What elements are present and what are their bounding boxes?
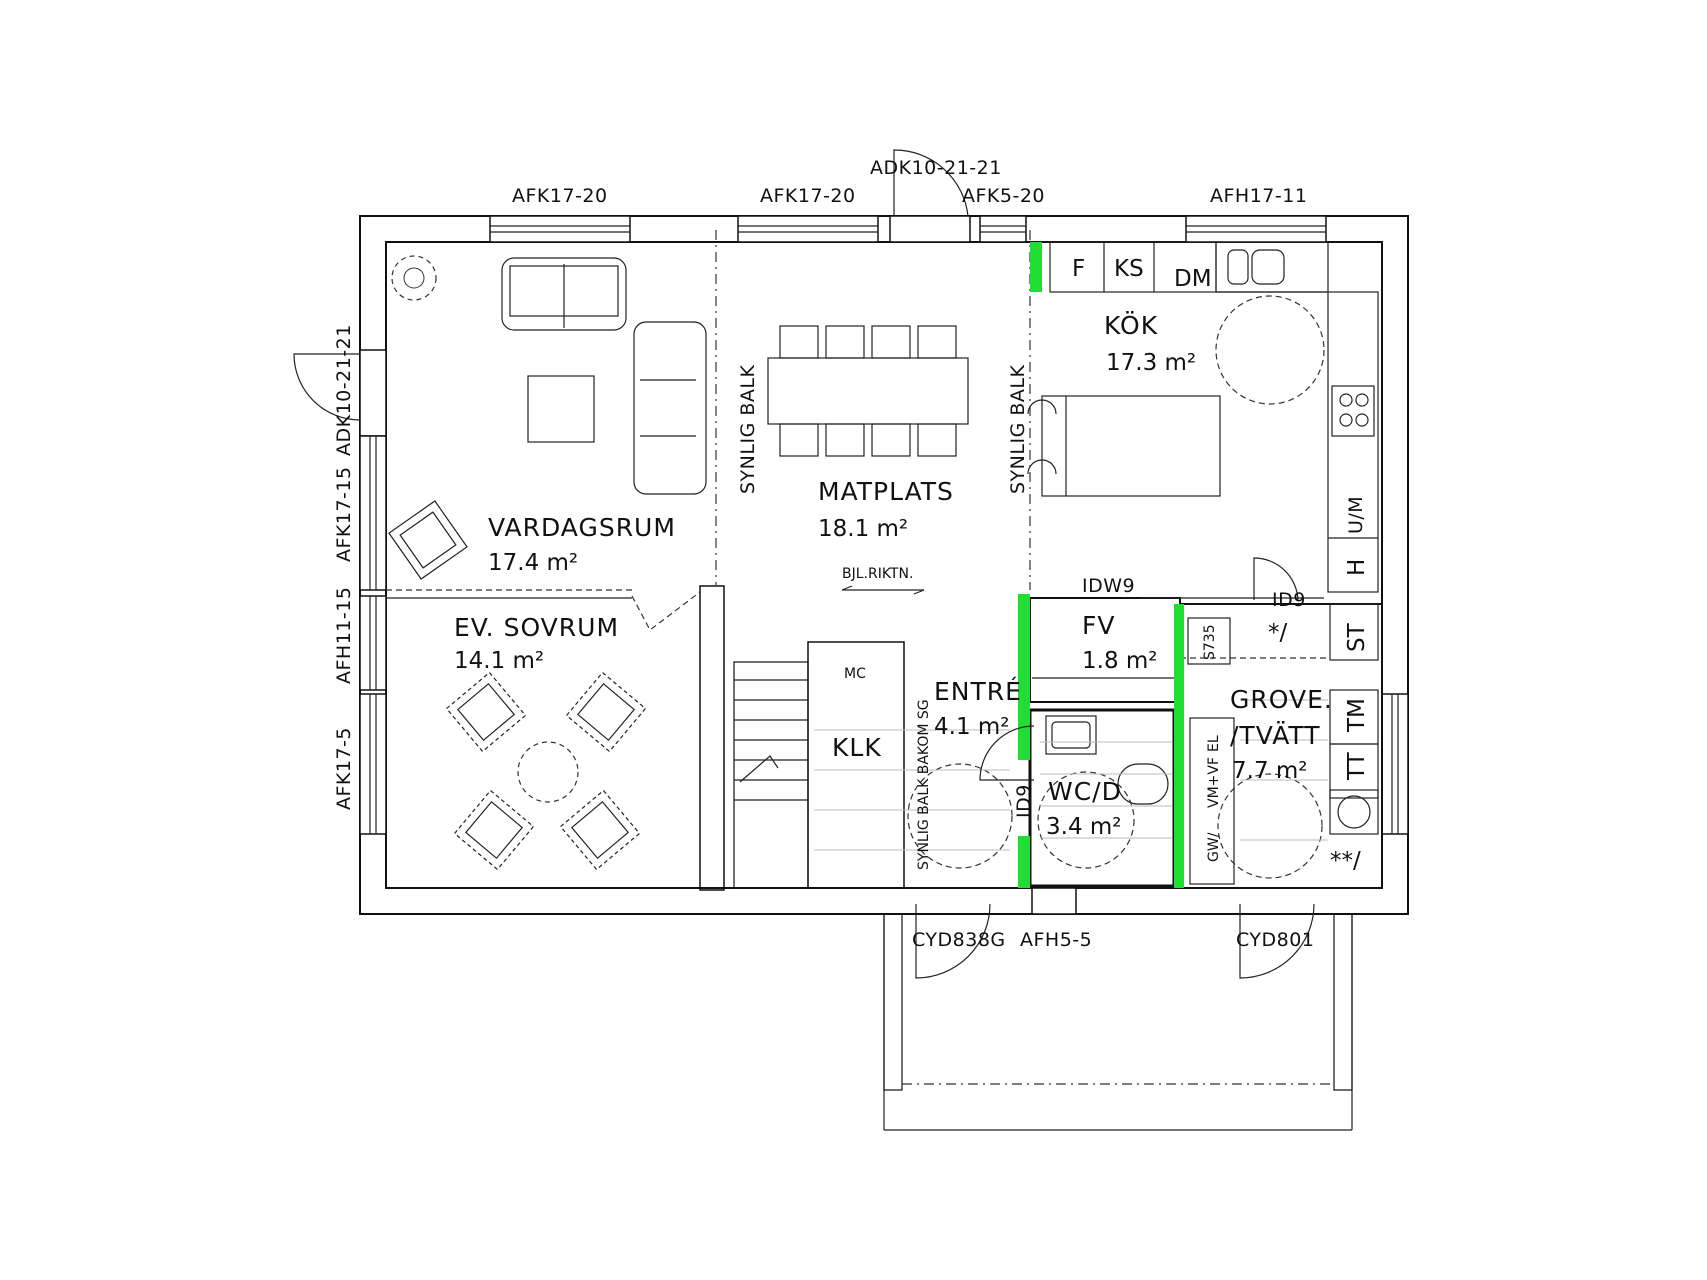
appliance-s735: S735 bbox=[1202, 624, 1218, 660]
room-kok: KÖK 17.3 m² bbox=[1104, 311, 1196, 376]
appliance-star2: **/ bbox=[1330, 848, 1361, 874]
room-fv: FV 1.8 m² bbox=[1082, 611, 1158, 674]
label-top1: AFK17-20 bbox=[512, 185, 608, 207]
label-left-door: ADK10-21-21 bbox=[333, 324, 355, 456]
label-top4: AFH17-11 bbox=[1210, 185, 1307, 207]
label-id9-top: ID9 bbox=[1272, 589, 1306, 611]
room-wcd: WC/D 3.4 m² bbox=[1046, 777, 1122, 840]
room-name: ENTRÉ bbox=[934, 677, 1022, 706]
dining-table bbox=[767, 325, 969, 457]
room-vardagsrum: VARDAGSRUM 17.4 m² bbox=[488, 513, 676, 576]
staircase bbox=[733, 661, 809, 889]
porch bbox=[883, 887, 1353, 1131]
appliance-vm-vf: VM+VF bbox=[1206, 757, 1222, 808]
note-synlig-balk-2: SYNLIG BALK bbox=[1007, 365, 1029, 494]
bedroom-furniture bbox=[445, 671, 647, 871]
room-name: GROVE. bbox=[1230, 685, 1333, 714]
room-area: 18.1 m² bbox=[818, 516, 908, 542]
label-id9-side: ID9 bbox=[1013, 784, 1035, 818]
left-window-1 bbox=[359, 435, 387, 591]
room-name: EV. SOVRUM bbox=[454, 613, 619, 642]
room-area: 3.4 m² bbox=[1046, 814, 1122, 840]
room-area: 14.1 m² bbox=[454, 648, 544, 674]
top-window-4 bbox=[1185, 215, 1327, 243]
label-bottom1: CYD838G bbox=[912, 929, 1006, 951]
laundry-fixtures bbox=[1187, 603, 1379, 885]
interior-doors bbox=[979, 557, 1324, 781]
label-left1: AFK17-15 bbox=[333, 466, 355, 562]
room-name-2: /TVÄTT bbox=[1230, 721, 1320, 750]
appliance-um: U/M bbox=[1345, 496, 1367, 534]
appliance-mc: MC bbox=[844, 666, 866, 682]
appliance-el: EL bbox=[1206, 735, 1222, 752]
room-area: 4.1 m² bbox=[934, 714, 1010, 740]
top-door bbox=[889, 149, 971, 243]
note-synlig-balk-1: SYNLIG BALK bbox=[737, 365, 759, 494]
room-name: VARDAGSRUM bbox=[488, 513, 676, 542]
top-window-1 bbox=[489, 215, 631, 243]
room-area: 17.4 m² bbox=[488, 550, 578, 576]
label-top-door: ADK10-21-21 bbox=[870, 157, 1002, 179]
appliance-ks: KS bbox=[1114, 256, 1144, 282]
room-entre: ENTRÉ 4.1 m² bbox=[934, 677, 1022, 740]
room-name: KLK bbox=[832, 733, 882, 762]
room-area: 7.7 m² bbox=[1232, 758, 1308, 784]
room-name: MATPLATS bbox=[818, 477, 954, 506]
highlight-walls bbox=[1018, 242, 1184, 888]
room-area: 17.3 m² bbox=[1106, 350, 1196, 376]
label-bottom3: CYD801 bbox=[1236, 929, 1314, 951]
appliance-gw: GW/ bbox=[1206, 832, 1222, 862]
room-klk: KLK bbox=[832, 733, 882, 762]
beam-direction-arrow bbox=[841, 585, 925, 595]
left-window-3 bbox=[359, 693, 387, 835]
label-top3: AFK5-20 bbox=[962, 185, 1045, 207]
room-grovtvatt: GROVE. /TVÄTT 7.7 m² bbox=[1230, 685, 1333, 784]
top-window-2 bbox=[737, 215, 879, 243]
room-ev-sovrum: EV. SOVRUM 14.1 m² bbox=[454, 613, 619, 674]
tile-pattern bbox=[814, 699, 1328, 851]
room-name: FV bbox=[1082, 611, 1115, 640]
living-room-furniture bbox=[388, 255, 707, 580]
appliance-star1: */ bbox=[1268, 620, 1288, 646]
wc-fixtures bbox=[907, 715, 1169, 869]
appliance-f: F bbox=[1072, 256, 1085, 282]
right-window-1 bbox=[1381, 693, 1409, 835]
left-window-2 bbox=[359, 595, 387, 691]
room-area: 1.8 m² bbox=[1082, 648, 1158, 674]
note-synlig-balk-bakom: SYNLIG BALK BAKOM SG bbox=[916, 699, 932, 870]
label-top2: AFK17-20 bbox=[760, 185, 856, 207]
room-matplats: MATPLATS 18.1 m² bbox=[818, 477, 954, 542]
kitchen-units bbox=[1027, 241, 1379, 593]
label-bottom2: AFH5-5 bbox=[1020, 929, 1092, 951]
appliance-tt: TT bbox=[1344, 751, 1370, 781]
note-bjl-riktn: BJL.RIKTN. bbox=[842, 566, 913, 582]
appliance-st: ST bbox=[1344, 622, 1370, 652]
room-name: WC/D bbox=[1048, 777, 1122, 806]
label-left3: AFK17-5 bbox=[333, 727, 355, 810]
label-left2: AFH11-15 bbox=[333, 587, 355, 684]
room-name: KÖK bbox=[1104, 311, 1158, 340]
appliance-dm: DM bbox=[1174, 266, 1212, 292]
top-window-3 bbox=[979, 215, 1027, 243]
appliance-tm: TM bbox=[1344, 698, 1370, 733]
appliance-h: H bbox=[1344, 559, 1370, 576]
label-idw9: IDW9 bbox=[1082, 575, 1135, 597]
